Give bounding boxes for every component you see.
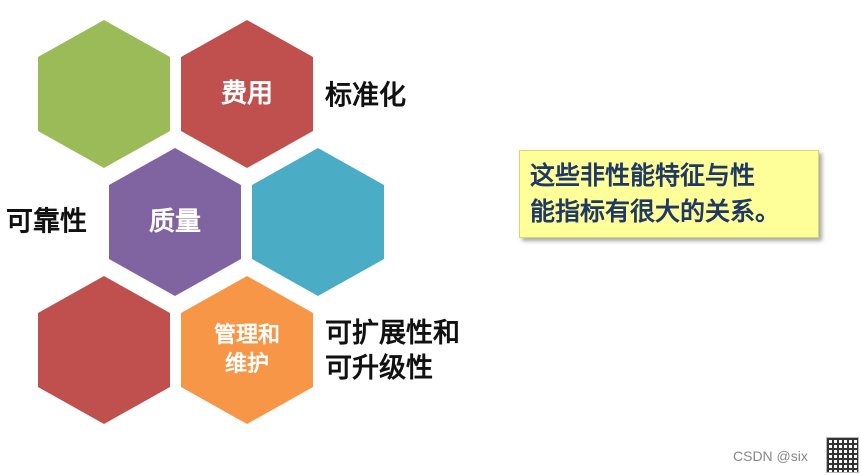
hexagon-cost (181, 20, 313, 168)
side-label-scalability: 可扩展性和 (325, 318, 460, 349)
csdn-watermark: CSDN @six (733, 448, 808, 464)
side-label-scalability: 可升级性 (325, 352, 433, 384)
hexagon-quality (109, 148, 241, 296)
side-label-standardization: 标准化 (325, 81, 406, 112)
callout-line-2: 能指标有很大的关系。 (530, 197, 781, 226)
hexagon-quality-label: 质量 (149, 207, 201, 237)
hexagon-maintain-label: 管理和 (214, 322, 280, 348)
qr-code-icon (826, 437, 859, 473)
hexagon-teal (252, 148, 384, 296)
hexagon-red (38, 276, 170, 424)
hexagon-maintain (181, 276, 313, 424)
callout-line-1: 这些非性能特征与性 (530, 161, 756, 190)
hexagon-green (38, 20, 170, 168)
side-label-reliability: 可靠性 (6, 207, 87, 238)
hexagon-cost-label: 费用 (221, 79, 273, 109)
hexagon-maintain-label: 维护 (225, 351, 269, 377)
callout-box: 这些非性能特征与性 能指标有很大的关系。 (519, 150, 819, 238)
